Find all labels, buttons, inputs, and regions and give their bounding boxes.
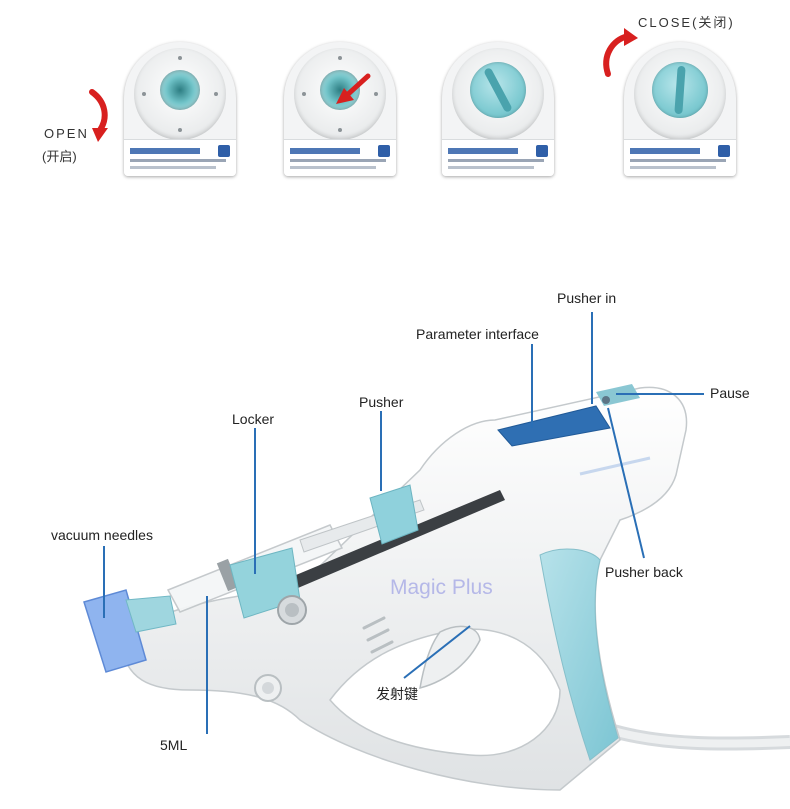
cap-sticker: [624, 139, 736, 176]
label-vacuum-needles: vacuum needles: [51, 527, 153, 543]
cap-sticker: [442, 139, 554, 176]
label-parameter-interface: Parameter interface: [416, 326, 539, 342]
cap-opening: [160, 70, 200, 110]
cap-open-pointer: [284, 42, 396, 176]
cap-ring: [134, 48, 226, 140]
cap-sticker: [124, 139, 236, 176]
leader-pusher: [380, 411, 382, 491]
label-locker: Locker: [232, 411, 275, 427]
cap-sticker: [284, 139, 396, 176]
cap-closed-2: [624, 42, 736, 176]
open-rotate-arrow-icon: [89, 89, 108, 142]
close-rotate-arrow-icon: [603, 28, 638, 77]
open-label: OPEN: [44, 126, 89, 141]
leader-parameter-interface: [531, 344, 533, 428]
label-pusher-back: Pusher back: [605, 564, 683, 580]
cap-ring: [294, 48, 386, 140]
cap-ring: [452, 48, 544, 140]
leader-pusher-in: [591, 312, 593, 404]
cap-ring: [634, 48, 726, 140]
label-pusher: Pusher: [359, 394, 404, 410]
leader-pusher-back: [607, 407, 645, 559]
label-pause: Pause: [710, 385, 750, 401]
pointer-arrow-icon: [336, 73, 371, 104]
cap-seal-disk: [470, 62, 526, 118]
leader-trigger: [403, 625, 471, 679]
label-trigger-cn: 发射键: [376, 686, 418, 702]
leader-vacuum-needles: [103, 546, 105, 618]
cap-open: [124, 42, 236, 176]
leader-5ml: [206, 596, 208, 734]
label-pusher-in: Pusher in: [557, 290, 617, 306]
leader-pause: [616, 393, 704, 395]
cap-seal-disk: [652, 62, 708, 118]
cap-closed: [442, 42, 554, 176]
close-label: CLOSE(关闭): [638, 15, 735, 30]
leader-locker: [254, 428, 256, 574]
watermark-text: Magic Plus: [390, 576, 493, 599]
open-label-cn: (开启): [42, 149, 77, 164]
label-5ml: 5ML: [160, 737, 188, 753]
